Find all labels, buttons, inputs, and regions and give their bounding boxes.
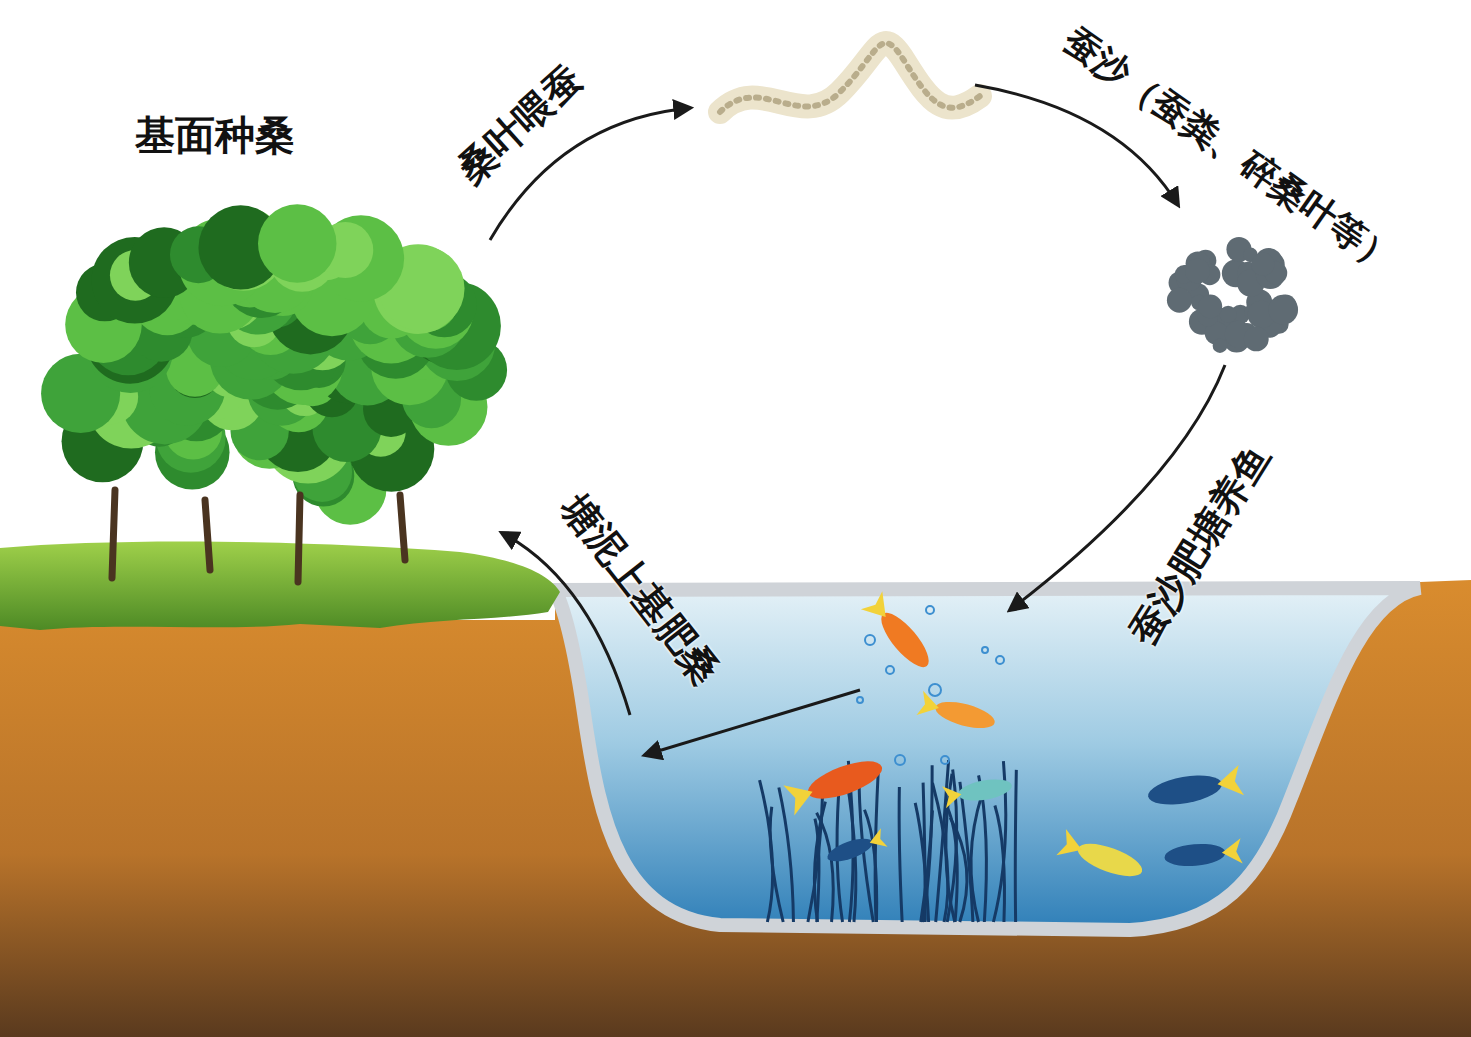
fish-body: [804, 754, 887, 807]
bubble: [929, 684, 941, 696]
grass-bank: [0, 542, 560, 630]
fish-tail: [917, 691, 943, 720]
fish-tail: [783, 777, 818, 816]
tree-canopy: [258, 204, 336, 282]
bubble: [865, 635, 875, 645]
soil: [0, 580, 1471, 1037]
silkworm-droppings: [1244, 326, 1269, 351]
heading-label-holder: 基面种桑: [135, 113, 295, 157]
tree-trunk: [298, 495, 300, 582]
fish-tail: [866, 828, 887, 852]
bubble: [941, 756, 949, 764]
water-plant: [1015, 770, 1016, 922]
fish: [824, 828, 887, 867]
silkworm-droppings: [1268, 295, 1298, 325]
fish: [1163, 838, 1242, 870]
arrow-label: 桑叶喂蚕: [448, 57, 590, 191]
silkworm: [720, 43, 980, 112]
fish-body: [1164, 842, 1227, 869]
fish: [917, 691, 998, 735]
water-plant: [945, 803, 957, 922]
water-plant: [808, 788, 823, 922]
cycle-arrow: [645, 690, 860, 755]
silkworm-droppings: [1198, 295, 1222, 319]
silkworm-droppings: [1220, 306, 1237, 323]
water-plant: [779, 787, 794, 922]
tree-trunk: [205, 500, 210, 570]
fish-body: [1146, 771, 1224, 810]
water-plant: [921, 810, 933, 922]
water-plant: [936, 760, 949, 922]
heading-label: 基面种桑: [135, 112, 295, 158]
bubble: [857, 697, 863, 703]
arrow-label-holder: 桑叶喂蚕: [450, 59, 591, 192]
water-plant: [770, 807, 783, 922]
fish-body: [825, 834, 875, 866]
fish: [1056, 829, 1146, 885]
water-plant: [817, 813, 834, 922]
fish: [1145, 765, 1244, 812]
tree-trunk: [112, 490, 115, 578]
bubble: [996, 656, 1004, 664]
water-plant: [899, 787, 902, 922]
tree-trunk: [400, 495, 405, 560]
bubble: [982, 647, 988, 653]
silkworm-droppings: [1167, 288, 1192, 313]
fish: [861, 591, 938, 675]
water-plant: [960, 782, 973, 922]
fish-tail: [942, 783, 963, 808]
silkworm-droppings: [1213, 338, 1228, 353]
silkworm-pattern: [720, 43, 980, 112]
bubble: [886, 666, 894, 674]
bubble: [926, 606, 934, 614]
fish-body: [874, 606, 936, 674]
fish-tail: [1056, 829, 1086, 863]
fish-tail: [1215, 765, 1244, 800]
fish-body: [933, 697, 998, 734]
bubble: [895, 755, 905, 765]
fish-tail: [861, 591, 897, 626]
fish-tail: [1221, 838, 1243, 865]
fish: [942, 774, 1014, 808]
silkworm-droppings: [1251, 253, 1274, 276]
fish-body: [1074, 837, 1146, 883]
fish-body: [957, 776, 1014, 804]
fish: [783, 751, 887, 815]
silkworm-droppings: [1185, 259, 1210, 284]
